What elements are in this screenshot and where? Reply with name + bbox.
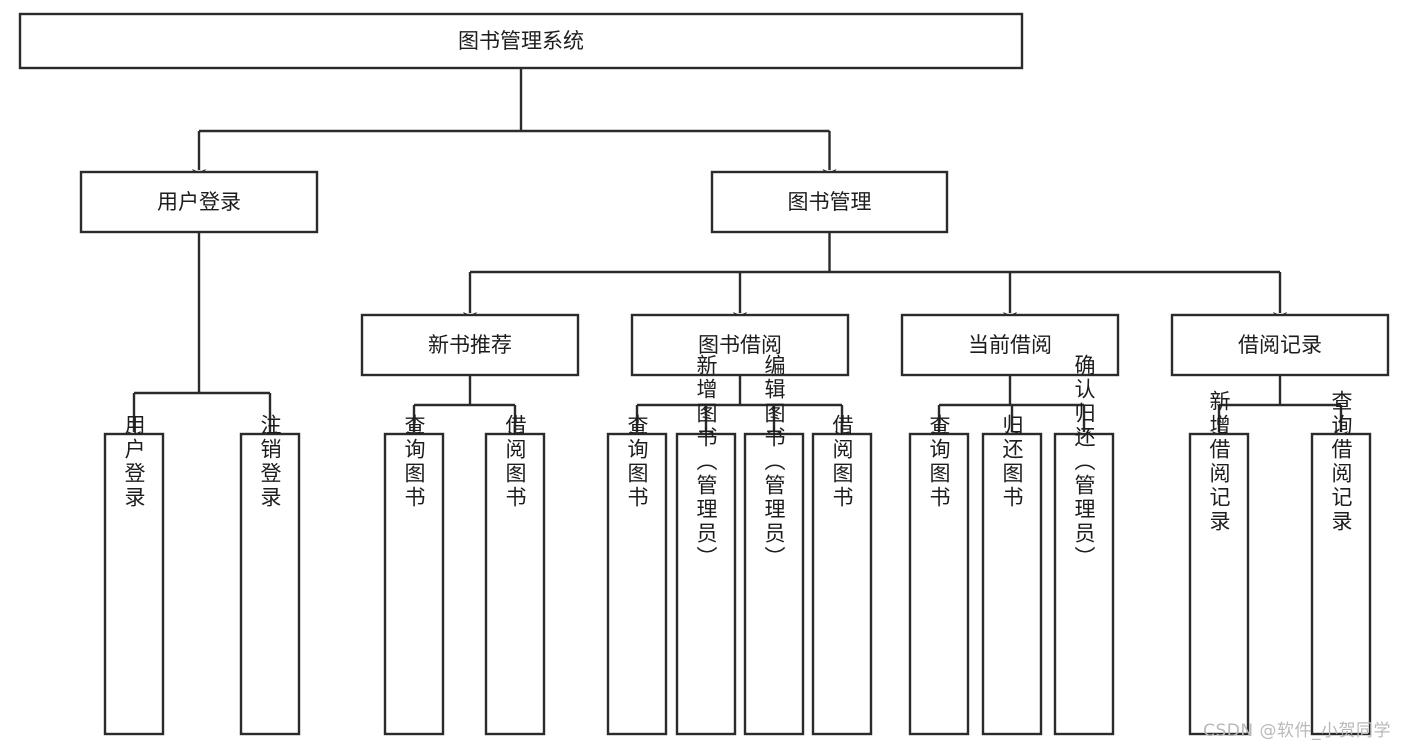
level3-label: 当前借阅: [968, 333, 1052, 357]
level3-node[interactable]: 借阅记录: [1170, 313, 1390, 377]
leaf-box[interactable]: [103, 432, 165, 736]
leaf-box[interactable]: [743, 432, 805, 736]
leaf-label: 新增借阅记录: [1207, 390, 1231, 534]
node-layer: 图书管理系统用户登录图书管理新书推荐图书借阅当前借阅借阅记录用户登录注销登录查询…: [18, 12, 1390, 736]
leaf-box[interactable]: [239, 432, 301, 736]
level3-node[interactable]: 图书借阅: [630, 313, 850, 377]
root-label: 图书管理系统: [458, 29, 584, 53]
leaf-label: 查询图书: [625, 414, 649, 510]
level2-box[interactable]: [710, 170, 949, 234]
level3-label: 图书借阅: [698, 333, 782, 357]
leaf-node[interactable]: 归还图书: [981, 414, 1043, 736]
leaf-label: 新增图书（管理员）: [694, 354, 718, 570]
leaf-label: 编辑图书（管理员）: [762, 354, 786, 570]
level2-box[interactable]: [79, 170, 319, 234]
level3-label: 借阅记录: [1238, 333, 1322, 357]
leaf-label: 查询借阅记录: [1329, 390, 1353, 534]
leaf-label: 注销登录: [258, 414, 282, 510]
leaf-box[interactable]: [1310, 432, 1372, 736]
leaf-node[interactable]: 查询图书: [606, 414, 668, 736]
leaf-label: 借阅图书: [503, 414, 527, 510]
level3-box[interactable]: [630, 313, 850, 377]
connector-layer: [127, 68, 1348, 443]
leaf-label: 确认归还（管理员）: [1072, 354, 1096, 570]
level3-box[interactable]: [360, 313, 580, 377]
leaf-box[interactable]: [981, 432, 1043, 736]
csdn-watermark: CSDN @软件_小贺同学: [1203, 721, 1391, 741]
leaf-box[interactable]: [1053, 432, 1115, 736]
leaf-node[interactable]: 编辑图书（管理员）: [743, 354, 805, 736]
level3-box[interactable]: [1170, 313, 1390, 377]
level2-label: 用户登录: [157, 190, 241, 214]
leaf-box[interactable]: [675, 432, 737, 736]
leaf-box[interactable]: [484, 432, 546, 736]
leaf-node[interactable]: 查询图书: [383, 414, 445, 736]
root-node[interactable]: 图书管理系统: [18, 12, 1024, 70]
level3-node[interactable]: 当前借阅: [900, 313, 1120, 377]
leaf-label: 归还图书: [1000, 414, 1024, 510]
level3-label: 新书推荐: [428, 333, 512, 357]
leaf-node[interactable]: 查询借阅记录: [1310, 390, 1372, 736]
level3-box[interactable]: [900, 313, 1120, 377]
leaf-node[interactable]: 用户登录: [103, 414, 165, 736]
leaf-label: 用户登录: [122, 414, 146, 510]
leaf-box[interactable]: [908, 432, 970, 736]
leaf-box[interactable]: [811, 432, 873, 736]
leaf-node[interactable]: 查询图书: [908, 414, 970, 736]
level2-node[interactable]: 图书管理: [710, 170, 949, 234]
leaf-node[interactable]: 确认归还（管理员）: [1053, 354, 1115, 736]
leaf-label: 借阅图书: [830, 414, 854, 510]
leaf-node[interactable]: 借阅图书: [484, 414, 546, 736]
leaf-node[interactable]: 借阅图书: [811, 414, 873, 736]
leaf-label: 查询图书: [927, 414, 951, 510]
root-box[interactable]: [18, 12, 1024, 70]
level2-label: 图书管理: [788, 190, 872, 214]
leaf-box[interactable]: [383, 432, 445, 736]
leaf-node[interactable]: 新增图书（管理员）: [675, 354, 737, 736]
leaf-box[interactable]: [606, 432, 668, 736]
leaf-node[interactable]: 注销登录: [239, 414, 301, 736]
leaf-label: 查询图书: [402, 414, 426, 510]
leaf-box[interactable]: [1188, 432, 1250, 736]
level3-node[interactable]: 新书推荐: [360, 313, 580, 377]
level2-node[interactable]: 用户登录: [79, 170, 319, 234]
leaf-node[interactable]: 新增借阅记录: [1188, 390, 1250, 736]
